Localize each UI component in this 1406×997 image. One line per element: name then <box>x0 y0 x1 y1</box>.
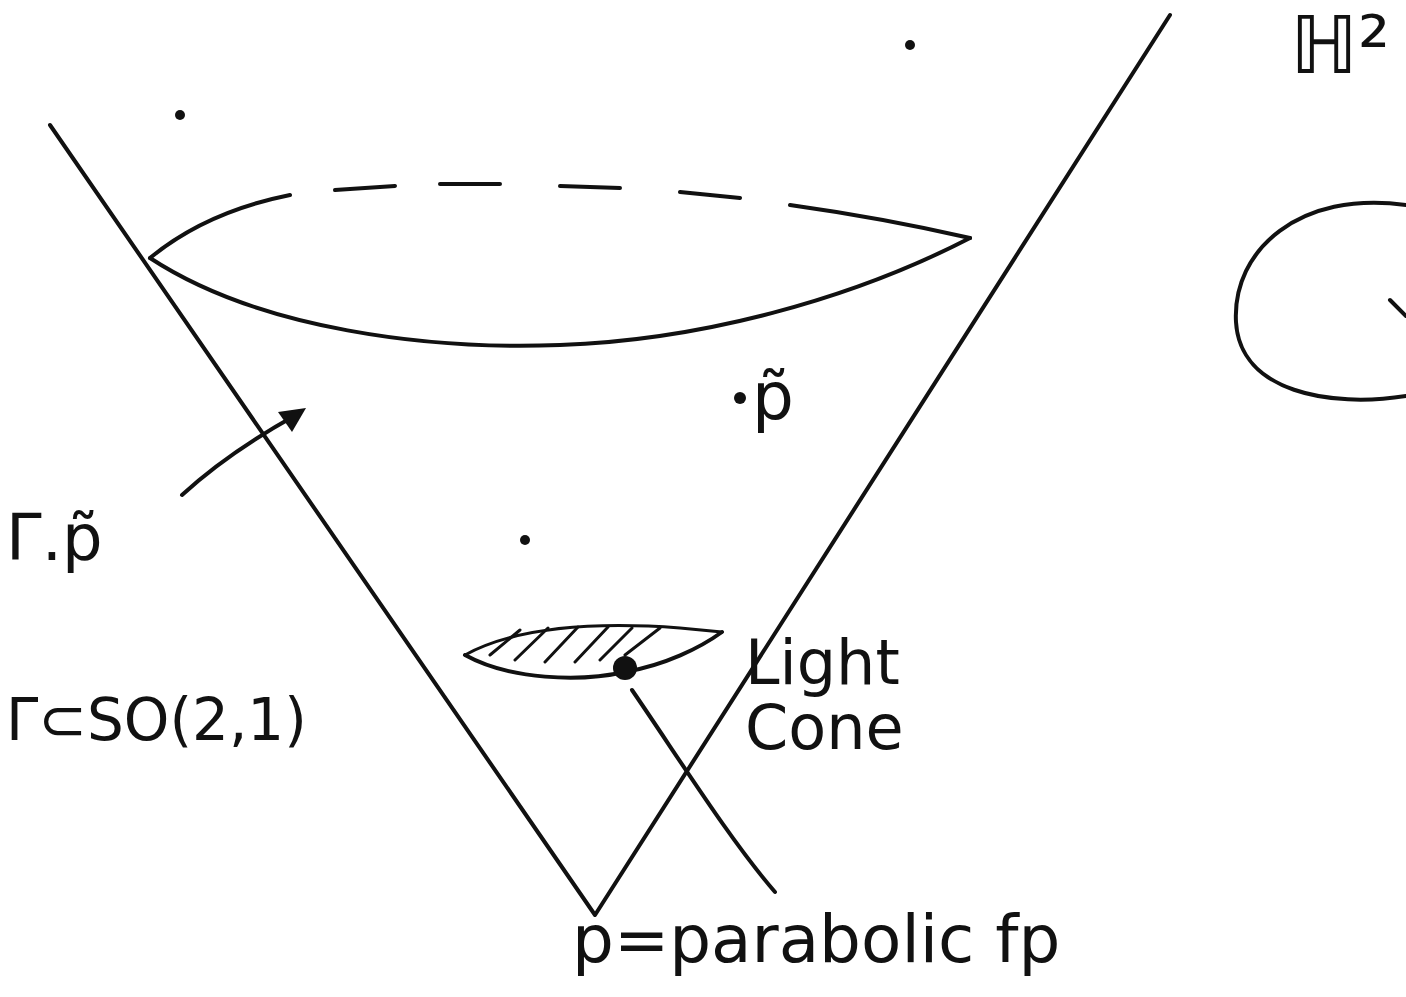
hatching <box>490 627 660 662</box>
disk-mark <box>1390 300 1406 316</box>
arrowhead <box>278 408 306 432</box>
orbit-point <box>520 535 530 545</box>
cone-label: Light Cone <box>745 630 1005 760</box>
orbit-point <box>734 392 746 404</box>
hyperboloid-rim-dashed <box>150 184 970 258</box>
space-label: ℍ² <box>1290 4 1390 88</box>
point-label: p̃ <box>752 362 794 431</box>
orbit-point <box>175 110 185 120</box>
disk-outline <box>1236 203 1406 400</box>
orbit-label: Γ.p̃ <box>6 505 103 572</box>
point-label: p=parabolic fp <box>572 905 1060 974</box>
orbit-point <box>905 40 915 50</box>
orbit-arrow <box>182 415 296 495</box>
parabolic-point <box>613 656 637 680</box>
hyperboloid-rim <box>150 238 970 346</box>
group-label: Γ⊂SO(2,1) <box>6 690 307 751</box>
cone-lines <box>50 15 1170 915</box>
